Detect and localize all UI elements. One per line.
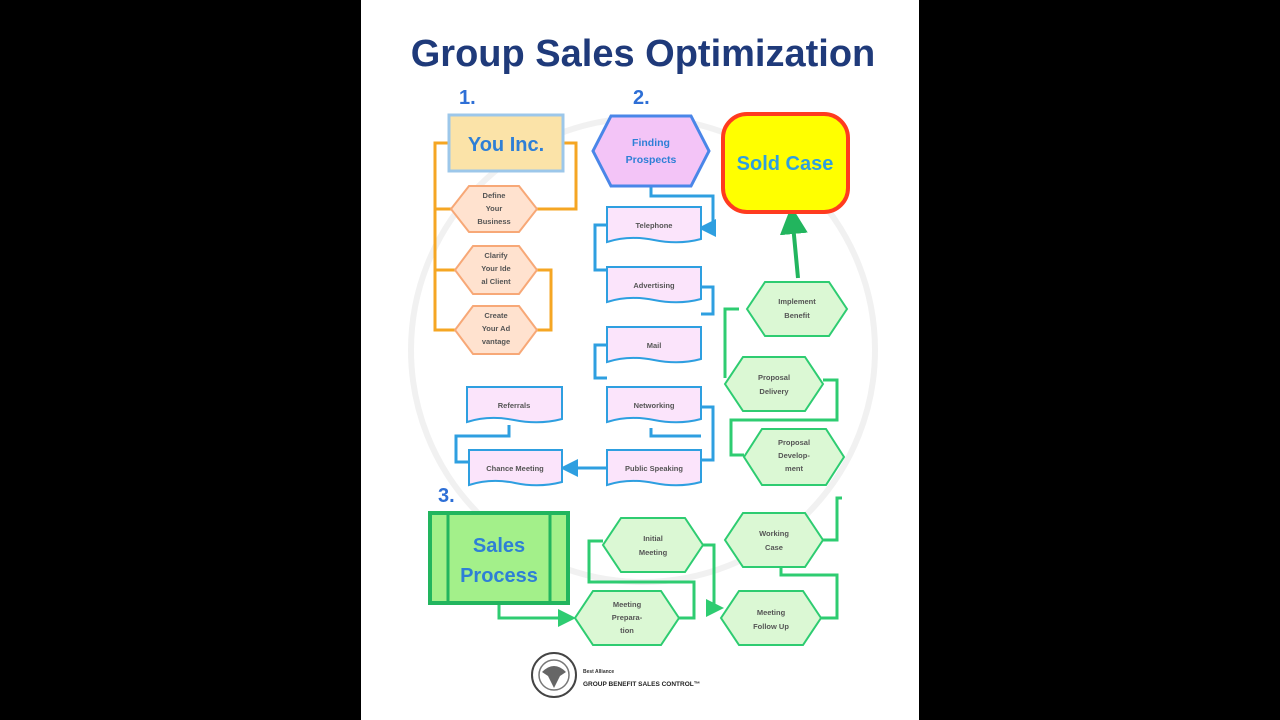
sales-connectors [497, 307, 842, 627]
step-number-3: 3. [438, 485, 455, 507]
you-inc-connectors [433, 141, 578, 332]
channel-advertising: Advertising [606, 266, 702, 304]
flowchart-diagram: Group Sales Optimization 1. 2. 3. You In… [408, 33, 878, 698]
footer-logo: Best Alliance GROUP BENEFIT SALES CONTRO… [531, 652, 700, 698]
step-number-2: 2. [633, 87, 650, 109]
svg-text:Sold Case: Sold Case [737, 153, 834, 175]
prospect-connectors [454, 186, 716, 477]
svg-text:Mail: Mail [647, 341, 662, 350]
svg-text:Chance Meeting: Chance Meeting [486, 464, 544, 473]
svg-text:Telephone: Telephone [636, 221, 673, 230]
svg-text:Public Speaking: Public Speaking [625, 464, 683, 473]
svg-text:Networking: Networking [634, 401, 675, 410]
arrow-to-sold-case [779, 206, 808, 279]
step-number-1: 1. [459, 87, 476, 109]
channel-networking: Networking [606, 386, 702, 424]
poster: Group Sales Optimization 1. 2. 3. You In… [361, 0, 919, 720]
you-inc-label: You Inc. [468, 134, 544, 156]
channel-public-speaking: Public Speaking [606, 449, 702, 487]
channel-referrals: Referrals [466, 386, 563, 424]
svg-text:Advertising: Advertising [633, 281, 675, 290]
svg-text:Referrals: Referrals [498, 401, 531, 410]
you-inc-box [447, 113, 565, 173]
channel-chance-meeting: Chance Meeting [468, 449, 563, 487]
sold-case-box: Sold Case [721, 112, 850, 214]
footer-line1: Best Alliance [583, 669, 614, 675]
channel-mail: Mail [606, 326, 702, 364]
channel-telephone: Telephone [606, 206, 702, 244]
footer-line2: GROUP BENEFIT SALES CONTROL™ [583, 681, 700, 688]
page-title: Group Sales Optimization [411, 33, 876, 75]
